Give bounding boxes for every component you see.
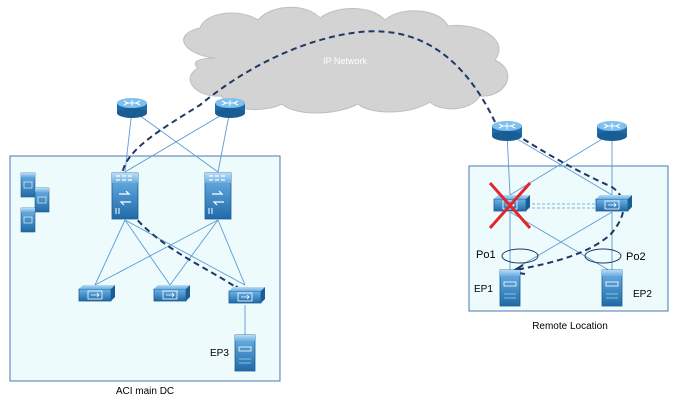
po1-bundle (501, 248, 539, 264)
ep1-label: EP1 (474, 284, 493, 295)
router-icon (116, 97, 148, 119)
po2-bundle (584, 248, 622, 264)
apic-controller-icon (20, 207, 36, 233)
ip-network-cloud: IP Network (183, 6, 509, 114)
po2-label: Po2 (626, 251, 646, 263)
server-icon (499, 269, 521, 307)
router-icon (214, 97, 246, 119)
x-failure-icon (488, 182, 532, 229)
server-icon (234, 334, 256, 372)
router-icon (491, 120, 523, 142)
ep2-label: EP2 (633, 289, 652, 300)
spine-switch-icon (111, 172, 139, 220)
server-icon (601, 269, 623, 307)
leaf-switch-icon (153, 284, 191, 302)
main-dc-links (94, 109, 246, 335)
leaf-switch-icon (78, 284, 116, 302)
leaf-switch-icon (228, 286, 266, 304)
main-dc-label: ACI main DC (116, 386, 174, 397)
cloud-label: IP Network (323, 56, 367, 66)
apic-controller-icon (34, 187, 50, 213)
traffic-path-main (120, 30, 496, 293)
ep3-label: EP3 (210, 348, 229, 359)
spine-switch-icon (204, 172, 232, 220)
remote-location-label: Remote Location (532, 321, 608, 332)
leaf-switch-icon (595, 194, 633, 212)
router-icon (596, 120, 628, 142)
apic-controller-icon (20, 172, 36, 198)
po1-label: Po1 (476, 249, 496, 261)
